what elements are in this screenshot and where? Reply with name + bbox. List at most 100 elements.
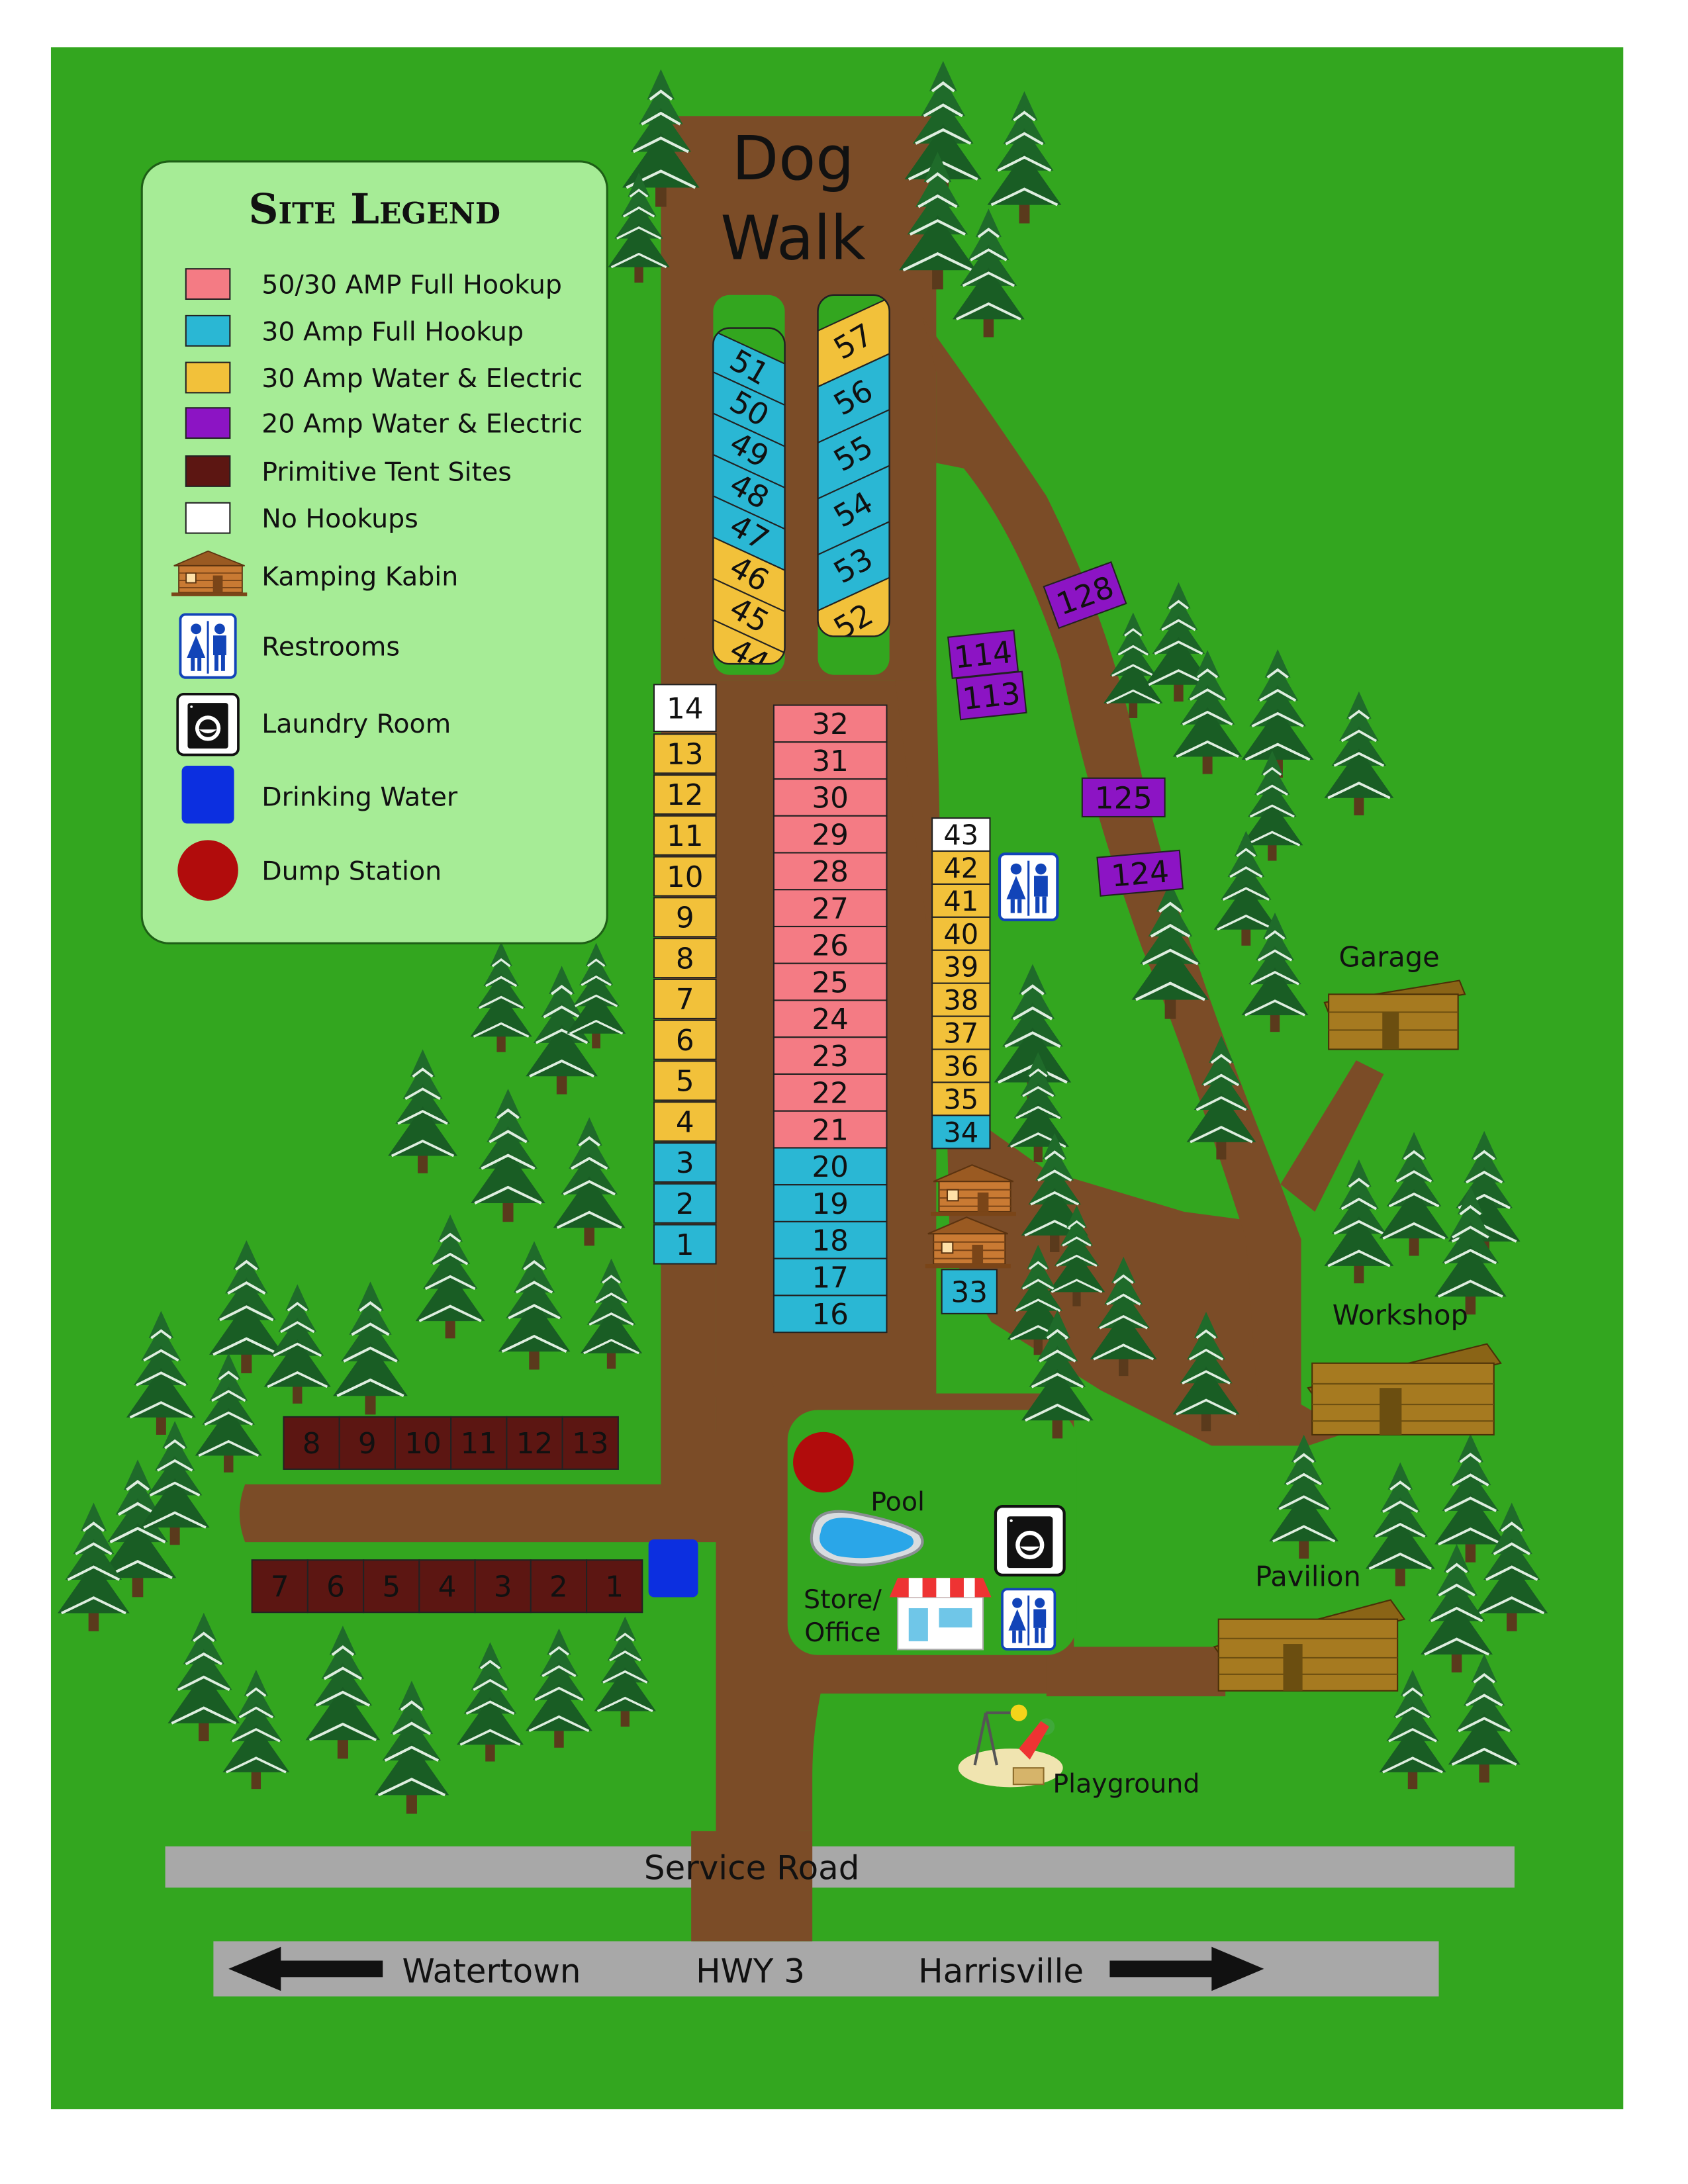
site-13[interactable]: 13	[561, 1416, 619, 1470]
site-8[interactable]: 8	[283, 1416, 340, 1470]
legend-label: Drinking Water	[261, 782, 458, 812]
garage-building[interactable]	[1323, 979, 1466, 1050]
site-11[interactable]: 11	[450, 1416, 508, 1470]
site-53[interactable]: 53	[818, 520, 890, 612]
site-21[interactable]: 21	[773, 1110, 888, 1149]
site-19[interactable]: 19	[773, 1184, 888, 1222]
playground-icon[interactable]	[958, 1704, 1063, 1788]
site-35[interactable]: 35	[931, 1081, 991, 1116]
site-43[interactable]: 43	[931, 817, 991, 852]
legend-label: 30 Amp Full Hookup	[261, 316, 524, 347]
workshop-building[interactable]	[1307, 1343, 1502, 1435]
site-27[interactable]: 27	[773, 889, 888, 928]
site-57[interactable]: 57	[818, 296, 890, 388]
site-2[interactable]: 2	[530, 1559, 588, 1614]
pavilion-building[interactable]	[1213, 1599, 1406, 1692]
site-11[interactable]: 11	[653, 815, 717, 856]
legend-item-dump: Dump Station	[177, 840, 442, 901]
site-1[interactable]: 1	[653, 1224, 717, 1265]
site-9[interactable]: 9	[653, 897, 717, 938]
site-26[interactable]: 26	[773, 925, 888, 964]
site-30[interactable]: 30	[773, 778, 888, 817]
site-55[interactable]: 55	[818, 408, 890, 500]
laundry-icon[interactable]	[996, 1506, 1064, 1575]
site-4[interactable]: 4	[418, 1559, 476, 1614]
legend-item-none: No Hookups	[185, 502, 418, 534]
site-6[interactable]: 6	[653, 1019, 717, 1060]
site-125[interactable]: 125	[1081, 777, 1166, 818]
site-12[interactable]: 12	[506, 1416, 563, 1470]
site-25[interactable]: 25	[773, 962, 888, 1001]
store-label-1: Store/	[804, 1584, 882, 1615]
legend-swatch	[185, 314, 231, 347]
site-4[interactable]: 4	[653, 1101, 717, 1142]
site-38[interactable]: 38	[931, 982, 991, 1017]
site-52[interactable]: 52	[818, 576, 890, 667]
drinking-water-icon[interactable]	[648, 1539, 698, 1598]
site-5[interactable]: 5	[363, 1559, 420, 1614]
site-6[interactable]: 6	[306, 1559, 365, 1614]
site-24[interactable]: 24	[773, 999, 888, 1038]
workshop-label: Workshop	[1333, 1299, 1468, 1332]
site-7[interactable]: 7	[653, 978, 717, 1019]
legend-title: Site Legend	[248, 185, 500, 234]
site-29[interactable]: 29	[773, 815, 888, 854]
site-54[interactable]: 54	[818, 465, 890, 556]
store-office-icon[interactable]	[889, 1578, 992, 1651]
site-46[interactable]: 46	[713, 536, 785, 613]
legend-swatch	[185, 502, 231, 534]
site-5[interactable]: 5	[653, 1060, 717, 1101]
site-56[interactable]: 56	[818, 352, 890, 444]
pool-icon[interactable]	[810, 1510, 924, 1567]
site-114[interactable]: 114	[947, 629, 1019, 679]
restroom-icon[interactable]	[1000, 854, 1057, 920]
site-7[interactable]: 7	[251, 1559, 308, 1614]
site-10[interactable]: 10	[394, 1416, 452, 1470]
site-label: 31	[812, 745, 849, 778]
site-8[interactable]: 8	[653, 938, 717, 979]
site-33[interactable]: 33	[941, 1269, 998, 1314]
site-42[interactable]: 42	[931, 850, 991, 885]
legend-swatch	[185, 455, 231, 487]
site-9[interactable]: 9	[338, 1416, 396, 1470]
site-37[interactable]: 37	[931, 1015, 991, 1050]
dump-station-icon[interactable]	[793, 1432, 854, 1493]
site-31[interactable]: 31	[773, 741, 888, 780]
site-34[interactable]: 34	[931, 1115, 991, 1150]
site-47[interactable]: 47	[713, 494, 785, 572]
playground-label: Playground	[1053, 1769, 1199, 1799]
site-label: 41	[943, 885, 978, 917]
site-32[interactable]: 32	[773, 704, 888, 743]
legend-label: Kamping Kabin	[261, 562, 458, 592]
service-road	[165, 1846, 1515, 1888]
site-49[interactable]: 49	[713, 412, 785, 489]
site-10[interactable]: 10	[653, 856, 717, 897]
site-12[interactable]: 12	[653, 774, 717, 815]
restroom-icon[interactable]	[1001, 1588, 1056, 1651]
site-label: 7	[676, 983, 694, 1017]
site-41[interactable]: 41	[931, 883, 991, 918]
site-23[interactable]: 23	[773, 1036, 888, 1075]
site-124[interactable]: 124	[1096, 849, 1184, 897]
site-22[interactable]: 22	[773, 1073, 888, 1112]
site-28[interactable]: 28	[773, 852, 888, 891]
site-2[interactable]: 2	[653, 1183, 717, 1224]
site-39[interactable]: 39	[931, 949, 991, 984]
site-36[interactable]: 36	[931, 1048, 991, 1083]
pool-label: Pool	[870, 1486, 925, 1517]
site-40[interactable]: 40	[931, 916, 991, 951]
site-14[interactable]: 14	[653, 684, 717, 733]
site-1[interactable]: 1	[586, 1559, 643, 1614]
site-113[interactable]: 113	[955, 670, 1027, 721]
site-16[interactable]: 16	[773, 1295, 888, 1334]
site-20[interactable]: 20	[773, 1147, 888, 1186]
site-3[interactable]: 3	[653, 1142, 717, 1183]
site-label: 13	[572, 1427, 609, 1461]
site-18[interactable]: 18	[773, 1220, 888, 1259]
site-17[interactable]: 17	[773, 1257, 888, 1297]
site-label: 17	[812, 1261, 849, 1295]
site-3[interactable]: 3	[474, 1559, 532, 1614]
site-13[interactable]: 13	[653, 733, 717, 774]
legend-swatch	[185, 361, 231, 394]
store-label-2: Office	[804, 1617, 880, 1648]
